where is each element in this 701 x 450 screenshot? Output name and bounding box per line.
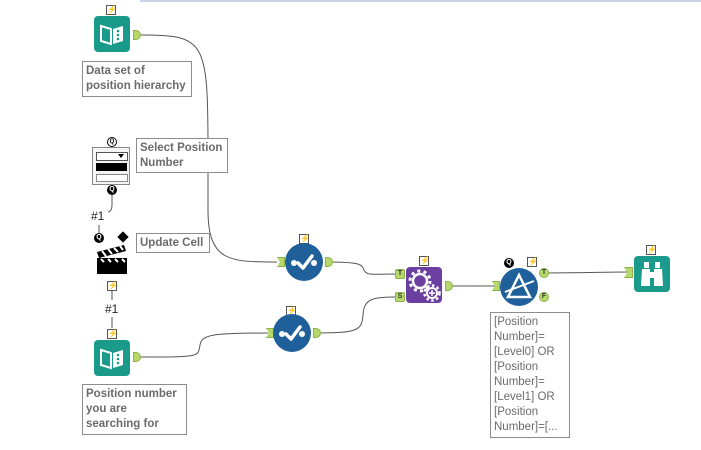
dropdown-interface-tool[interactable] — [92, 147, 130, 185]
bolt-icon: ⚡ — [646, 245, 657, 255]
macro-tool[interactable] — [406, 267, 442, 303]
bolt-icon: ⚡ — [106, 5, 117, 15]
checkmark-icon — [291, 254, 317, 270]
question-anchor-icon[interactable]: Q — [504, 258, 514, 268]
annotation-input1: Data set of position hierarchy — [82, 61, 192, 97]
filter-tool[interactable] — [500, 268, 538, 306]
link-label: #1 — [105, 302, 119, 316]
output-anchor[interactable] — [313, 328, 321, 338]
bolt-icon: ⚡ — [107, 329, 118, 339]
input-anchor-s[interactable]: S — [395, 292, 405, 302]
question-anchor-icon[interactable]: Q — [107, 185, 117, 195]
annotation-dropdown: Select Position Number — [136, 138, 228, 173]
binoculars-icon — [641, 262, 663, 286]
wire-select1-macro — [324, 261, 396, 275]
output-anchor[interactable] — [133, 352, 141, 362]
wire-dropdown-action — [107, 195, 113, 213]
container-edge — [140, 0, 701, 2]
link-label: #1 — [91, 209, 105, 223]
book-icon — [100, 24, 123, 46]
prism-icon — [504, 272, 535, 299]
gears-icon — [408, 269, 441, 302]
wire-select2-macro — [317, 296, 396, 334]
wire-input2-select2 — [140, 332, 269, 358]
output-anchor-f[interactable]: F — [539, 292, 549, 302]
select-tool-2[interactable] — [273, 314, 311, 352]
book-icon — [100, 348, 123, 370]
bolt-icon: ⚡ — [107, 281, 118, 291]
dropdown-list-row — [96, 174, 128, 182]
bolt-icon: ⚡ — [419, 256, 430, 266]
clapperboard-icon — [97, 245, 127, 274]
output-anchor[interactable] — [133, 30, 141, 40]
action-tool[interactable] — [94, 240, 130, 276]
input-anchor-t[interactable]: T — [395, 269, 405, 279]
browse-tool[interactable] — [634, 256, 670, 292]
dropdown-arrow-icon — [118, 154, 124, 158]
wire-filter-browse — [546, 271, 631, 274]
annotation-input2: Position number you are searching for — [82, 384, 187, 435]
annotation-action: Update Cell — [136, 233, 210, 253]
dropdown-selected-bar — [96, 163, 127, 171]
input-data-tool-2[interactable] — [94, 340, 130, 376]
input-data-tool-1[interactable] — [94, 16, 130, 52]
checkmark-icon — [279, 325, 305, 341]
output-anchor[interactable] — [325, 257, 333, 267]
bolt-icon: ⚡ — [527, 257, 538, 267]
annotation-filter: [Position Number]=[Level0] OR [Position … — [490, 312, 570, 438]
output-anchor-t[interactable]: T — [539, 268, 549, 278]
question-icon: Q — [107, 137, 117, 147]
output-anchor[interactable] — [445, 281, 453, 291]
dropdown-field — [96, 152, 128, 161]
select-tool-1[interactable] — [285, 243, 323, 281]
question-anchor-icon[interactable]: Q — [94, 233, 104, 243]
